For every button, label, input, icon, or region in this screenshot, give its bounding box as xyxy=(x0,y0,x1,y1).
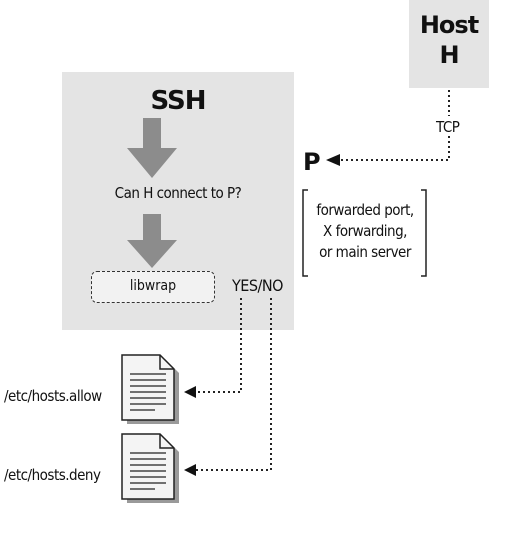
tcp-label: TCP xyxy=(436,118,460,136)
p-arrowhead xyxy=(326,154,340,166)
host-label-line1: Host xyxy=(419,11,479,39)
deny-arrowhead xyxy=(184,464,196,476)
p-desc-line-1: forwarded port, xyxy=(316,201,414,219)
connect-question: Can H connect to P? xyxy=(114,184,242,202)
p-desc-bracket-left xyxy=(302,189,308,277)
host-label-line2: H xyxy=(439,41,459,69)
p-desc-line-3: or main server xyxy=(319,243,411,261)
flow-arrow-bottom xyxy=(127,214,177,268)
host-label: Host H xyxy=(409,10,489,70)
hosts-deny-label: /etc/hosts.deny xyxy=(4,466,101,484)
p-description: forwarded port, X forwarding, or main se… xyxy=(309,200,421,263)
yes-no-label: YES/NO xyxy=(232,276,283,295)
no-line-to-deny xyxy=(196,298,272,471)
hosts-allow-document-icon xyxy=(121,354,179,424)
p-desc-line-2: X forwarding, xyxy=(323,222,407,240)
hosts-deny-document-icon xyxy=(121,433,179,503)
yes-line-to-allow xyxy=(196,298,242,393)
p-label: P xyxy=(303,148,321,176)
flow-arrow-top xyxy=(127,118,177,178)
host-box xyxy=(409,0,489,88)
hosts-allow-label: /etc/hosts.allow xyxy=(4,387,102,405)
libwrap-box: libwrap xyxy=(91,271,215,303)
ssh-title: SSH xyxy=(150,86,206,116)
tcp-to-p-line xyxy=(340,136,450,161)
p-desc-bracket-right xyxy=(421,189,427,277)
allow-arrowhead xyxy=(184,386,196,398)
